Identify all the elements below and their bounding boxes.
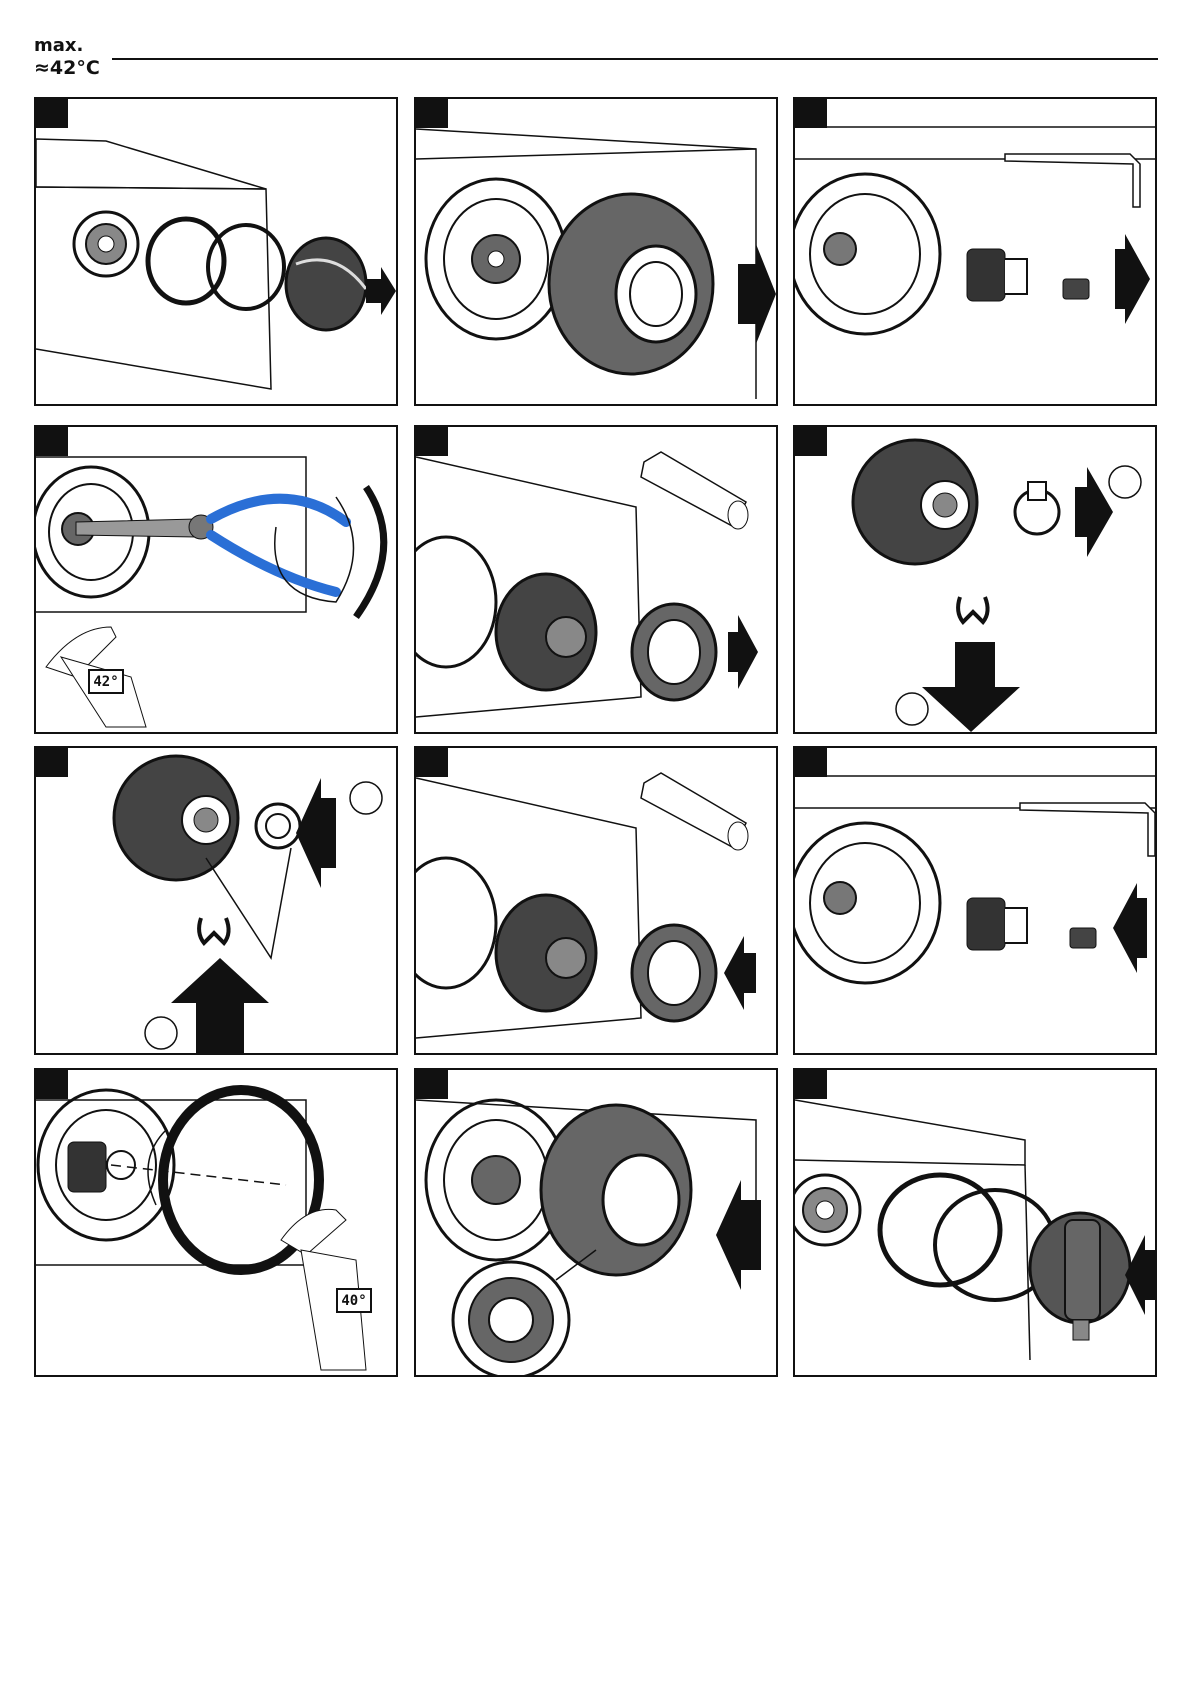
step-7-illustration xyxy=(36,748,396,1053)
step-panel-6 xyxy=(793,425,1157,734)
step-panel-11 xyxy=(414,1068,778,1377)
step-1-illustration xyxy=(36,99,396,404)
step-8-illustration xyxy=(416,748,776,1053)
step-12-illustration xyxy=(795,1070,1155,1375)
step-11-illustration xyxy=(416,1070,776,1375)
step-10-illustration xyxy=(36,1070,396,1375)
thermometer-readout: 42° xyxy=(88,669,124,694)
step-3-illustration xyxy=(795,99,1155,404)
thermometer-readout: 40° xyxy=(336,1288,372,1313)
step-5-illustration xyxy=(416,427,776,732)
max-label: max. xyxy=(34,34,100,57)
step-panel-1 xyxy=(34,97,398,406)
step-6-illustration xyxy=(795,427,1155,732)
step-panel-9 xyxy=(793,746,1157,1055)
step-panel-8 xyxy=(414,746,778,1055)
max-temperature-label: ≈42°C xyxy=(34,57,100,80)
step-9-illustration xyxy=(795,748,1155,1053)
step-panel-4: 42° xyxy=(34,425,398,734)
step-panel-10: 40° xyxy=(34,1068,398,1377)
step-panel-12 xyxy=(793,1068,1157,1377)
header-rule xyxy=(112,58,1158,60)
step-panel-5 xyxy=(414,425,778,734)
step-2-illustration xyxy=(416,99,776,404)
step-panel-2 xyxy=(414,97,778,406)
temperature-note: max. ≈42°C xyxy=(34,34,100,80)
step-panel-3 xyxy=(793,97,1157,406)
step-panel-7 xyxy=(34,746,398,1055)
